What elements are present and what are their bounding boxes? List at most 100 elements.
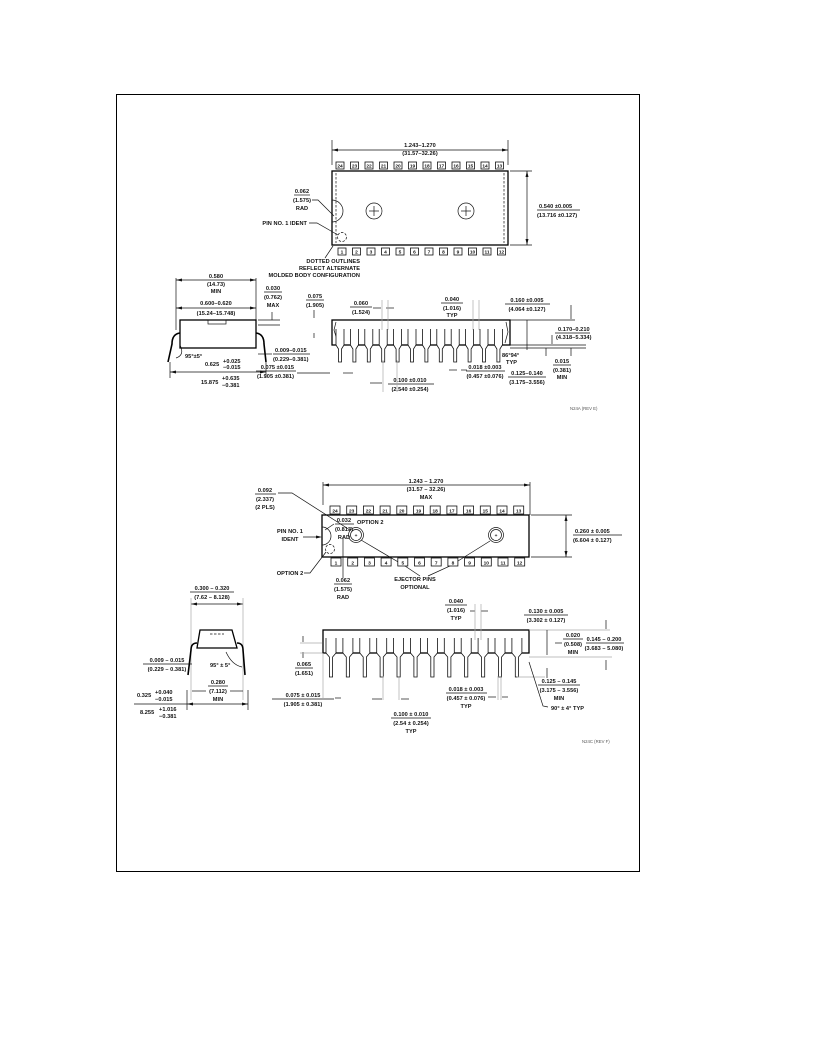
pkg1-row-spacing-note: MIN	[211, 289, 221, 295]
pin-number: 16	[466, 508, 472, 514]
pkg2-notch-rad-label: RAD	[337, 595, 349, 601]
pkg2-end-angle: 95° ± 5°	[210, 663, 230, 669]
pin-box	[446, 505, 458, 515]
pkg1-body-width-mm: (15.24–15.748)	[197, 311, 236, 317]
pkg1-pitch-width: 0.040	[445, 297, 459, 303]
pkg1-pin-bottom: 11	[482, 247, 492, 256]
pin-number: 1	[341, 249, 344, 255]
pin-box	[479, 505, 491, 515]
pkg2-pin-bottom: 12	[514, 557, 526, 567]
pin-number: 17	[449, 508, 455, 514]
pin-box	[513, 505, 525, 515]
pkg2-height: 0.130 ± 0.005	[529, 609, 564, 615]
pin-number: 2	[351, 560, 354, 566]
pkg2-length-note: MAX	[420, 495, 433, 501]
pin-box	[514, 557, 526, 567]
pkg1-lead-len-mm: (3.175–3.556)	[509, 380, 545, 386]
pkg2-lead-dia-mm: (0.457 ± 0.076)	[447, 696, 486, 702]
pkg1-side-view: 0.075 (1.905) 0.060 (1.524) 0.040 (1.016…	[256, 294, 598, 411]
pin-box	[366, 247, 376, 256]
pin-box	[410, 247, 419, 256]
pkg1-body	[331, 170, 509, 246]
pin-box	[396, 505, 408, 515]
pin-number: 20	[399, 508, 405, 514]
pkg2-pitch-width: 0.040	[449, 599, 463, 605]
pkg2-side-view: 0.040 (1.016) TYP 0.130 ± 0.005 (3.302 ±…	[272, 599, 624, 744]
pin-number: 6	[413, 249, 416, 255]
pkg2-pin-top: 22	[362, 505, 374, 514]
pin-number: 10	[470, 249, 476, 255]
pkg2-notch-rad-mm: (1.575)	[334, 587, 352, 593]
pin-box	[408, 161, 417, 170]
pkg2-seat: 0.145 – 0.200	[587, 637, 622, 643]
svg-text:+: +	[355, 534, 358, 539]
pin-number: 16	[453, 163, 459, 169]
pkg1-dotted-note-3: MOLDED BODY CONFIGURATION	[269, 273, 360, 279]
pkg1-dotted-note-2: REFLECT ALTERNATE	[299, 266, 360, 272]
pkg1-pitch: 0.100 ±0.010	[393, 378, 426, 384]
pkg1-height: 0.160 ±0.005	[510, 298, 543, 304]
pin-box	[379, 505, 391, 515]
pkg2-opt2-label: OPTION 2	[357, 520, 384, 526]
pkg2-pin-top: 17	[446, 505, 458, 515]
pin-box	[350, 161, 359, 170]
pkg2-lead	[511, 638, 523, 678]
pkg2-lead-len-note: MIN	[554, 696, 564, 702]
pkg2-lead	[477, 638, 489, 678]
pkg2-lead	[359, 638, 371, 678]
pkg1-angle: 86°94°	[502, 353, 519, 359]
pkg2-end-lead-mm: (1.905 ± 0.381)	[284, 702, 323, 708]
pkg1-seat: 0.170–0.210	[558, 327, 590, 333]
pkg1-top-view: 1.243–1.270 (31.57–32.26) 0.540 ±0.005 (…	[262, 140, 580, 279]
pkg2-pin-top: 16	[463, 505, 475, 515]
pin-box	[337, 247, 347, 256]
pin-box	[397, 557, 409, 567]
svg-text:+: +	[495, 534, 498, 539]
pkg2-min-w: 0.280	[211, 680, 225, 686]
pkg2-lead-len: 0.125 – 0.145	[542, 679, 577, 685]
pkg2-pin-bottom: 11	[497, 557, 509, 566]
pkg2-pin-bottom: 3	[363, 557, 375, 567]
pin-number: 4	[384, 249, 387, 255]
pin-number: 23	[352, 163, 358, 169]
pin-number: 8	[452, 560, 455, 566]
pin-box	[480, 161, 490, 170]
pin-number: 23	[349, 508, 355, 514]
pkg2-shoulder: 0.065	[297, 662, 311, 668]
pkg2-end-lead-left	[187, 642, 198, 676]
pkg1-seat-mm: (4.318–5.334)	[556, 335, 592, 341]
pkg1-clearance-mm: (0.381)	[553, 368, 571, 374]
pkg2-opt2-rad-mm: (0.813)	[335, 527, 353, 533]
pin-box	[414, 557, 425, 567]
pkg2-pin-top: 19	[413, 505, 424, 514]
pin-number: 1	[335, 560, 338, 566]
pkg2-ejector-rad-note: (2 PLS)	[255, 505, 275, 511]
pin-box	[363, 557, 375, 567]
pkg2-pin-top: 21	[379, 505, 391, 515]
pkg2-pin-bottom: 9	[464, 557, 476, 566]
pkg2-body	[321, 514, 530, 558]
pkg2-drawing-id: N24C (REV F)	[582, 739, 610, 744]
pkg2-pin-bottom: 8	[447, 557, 459, 566]
pin-number: 6	[418, 560, 421, 566]
pin-box	[437, 161, 446, 170]
pkg2-pin-top: 18	[429, 505, 441, 514]
pin-box	[463, 505, 475, 515]
pkg1-overall-plus: +0.025	[223, 359, 241, 365]
pin-number: 5	[399, 249, 402, 255]
pkg2-width-mm: (6.604 ± 0.127)	[573, 538, 612, 544]
pkg2-pitch-note: TYP	[405, 729, 416, 735]
pin-number: 19	[416, 508, 422, 514]
pin-box	[381, 247, 390, 256]
pkg2-lead-len-mm: (3.175 – 3.556)	[540, 688, 579, 694]
pkg2-shoulder-mm: (1.651)	[295, 671, 313, 677]
pin-box	[393, 161, 403, 170]
pkg2-overall-mm-minus: −0.381	[159, 714, 177, 720]
page-frame	[116, 94, 640, 872]
pin-number: 12	[517, 560, 523, 566]
pkg2-overall: 0.325	[137, 693, 151, 699]
pin-number: 18	[433, 508, 439, 514]
pkg1-row-spacing: 0.580	[209, 274, 223, 280]
pkg2-ejector-rad: 0.092	[258, 488, 272, 494]
